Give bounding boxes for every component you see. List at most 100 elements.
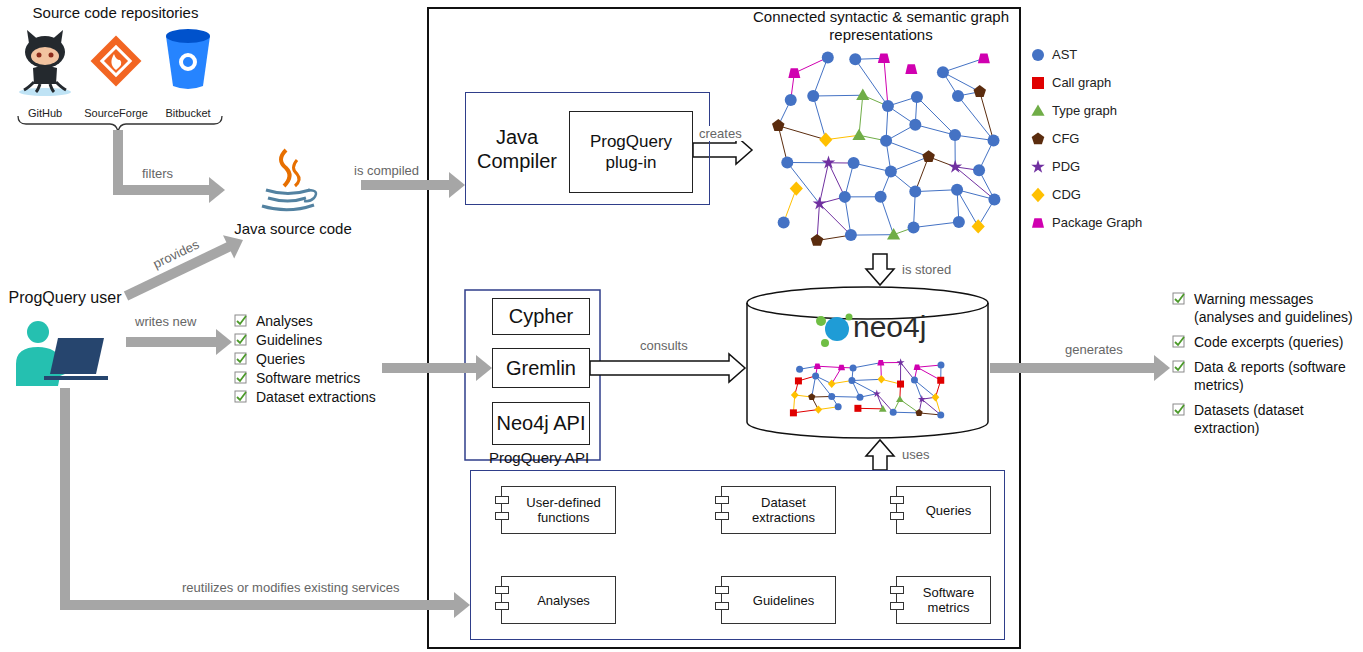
check-box (1173, 293, 1184, 304)
edge-label: reutilizes or modifies existing services (180, 580, 401, 595)
package-trapezoid (905, 64, 917, 74)
check-box-icon (1172, 292, 1186, 306)
graph-edge (813, 95, 863, 97)
type-triangle (887, 228, 900, 239)
node-text: Connected syntactic & semantic graph rep… (752, 8, 1010, 44)
database-cylinder: neo4j (745, 285, 990, 440)
graph-edges (778, 57, 994, 240)
type-triangle (896, 396, 904, 403)
node-text: Source code repositories (8, 4, 223, 22)
call-square (854, 405, 861, 412)
ast-dot (988, 193, 1000, 205)
list-item: Queries (234, 350, 382, 368)
graph-edge (884, 58, 888, 106)
graph-vertices (772, 51, 1000, 245)
type-triangle (1031, 104, 1044, 115)
repository-name: SourceForge (82, 106, 150, 121)
component-notch (890, 512, 904, 520)
drawing-part (268, 198, 306, 201)
legend-text: CFG (1050, 131, 1081, 146)
call-square (790, 409, 797, 416)
pdg-star (918, 395, 926, 403)
graph-edge (943, 58, 984, 72)
component-notch (715, 496, 729, 504)
cfg-pentagon (1032, 132, 1045, 144)
cylinder-body (747, 287, 988, 438)
ast-dot (839, 191, 851, 203)
component-box: Analyses (501, 576, 616, 624)
ast-dot (911, 376, 918, 383)
component-notch (715, 512, 729, 520)
pdg-star (948, 160, 962, 173)
ast-dot (796, 366, 803, 373)
query-language-box: Gremlin (492, 348, 590, 388)
graph-edge (832, 396, 860, 398)
graph-edge (778, 126, 826, 140)
item-text: Analyses (256, 313, 313, 329)
cdg-diamond (1031, 188, 1044, 202)
component-notch (495, 586, 509, 594)
drawing-part (24, 82, 66, 92)
graph-edge (917, 365, 941, 367)
arrow-head (216, 329, 232, 355)
graph-edge (817, 366, 841, 367)
edge-label: writes new (133, 314, 198, 329)
flow-arrow (382, 355, 492, 381)
graph-edge (852, 381, 877, 394)
hollow-arrow (590, 354, 745, 382)
arrow-head (449, 172, 465, 198)
ast-dot (822, 51, 834, 63)
repository-name: GitHub (26, 106, 64, 121)
check-box-icon (1172, 360, 1186, 374)
graph-edge (819, 163, 828, 204)
arrow-head (1154, 355, 1170, 381)
graph-edge (886, 141, 928, 157)
legend-shapes (1031, 49, 1045, 228)
check-box (1173, 404, 1184, 415)
call-square (795, 377, 802, 384)
ast-dot (937, 362, 944, 369)
flow-arrow (126, 235, 243, 296)
graph-illustration (772, 51, 1000, 245)
drawing-part (49, 53, 54, 58)
check-box (235, 334, 246, 345)
ast-dot (882, 100, 894, 112)
list-item: Dataset extractions (234, 388, 382, 406)
graph-edge (917, 97, 955, 135)
ast-dot (973, 164, 985, 176)
logo-dot (825, 317, 849, 341)
list-item: Warning messages (analyses and guideline… (1172, 290, 1360, 326)
bitbucket-icon (166, 29, 210, 89)
node-text: Java Compiler (466, 93, 568, 204)
arrow-head (476, 355, 492, 381)
ast-dot (828, 393, 835, 400)
ast-dot (849, 53, 861, 65)
edge-label: provides (149, 236, 203, 272)
component-notch (890, 496, 904, 504)
check-box (235, 372, 246, 383)
graph-edge (853, 363, 881, 368)
component-notch (495, 512, 509, 520)
package-trapezoid (877, 360, 884, 366)
node-text: Neo4j API (497, 412, 586, 435)
legend-text: Type graph (1050, 103, 1119, 118)
plugin-box: ProgQuery plug-in (569, 111, 693, 193)
ast-dot (908, 222, 920, 234)
package-trapezoid (838, 365, 845, 371)
ast-dot (778, 217, 790, 229)
user-icon (16, 321, 108, 386)
api-box: ProgQuery APIUser-defined functionsDatas… (470, 470, 1005, 640)
graph-edge (787, 162, 828, 163)
query-language-box: Neo4j API (492, 402, 591, 445)
cfg-pentagon (772, 119, 785, 131)
graph-edge (915, 190, 957, 192)
pdg-star (873, 390, 881, 398)
component-notch (890, 586, 904, 594)
ast-dot (812, 372, 819, 379)
hollow-arrow-body (866, 254, 894, 285)
ast-dot (937, 66, 949, 78)
check-box (1173, 336, 1184, 347)
ast-dot (937, 411, 944, 418)
call-square (937, 377, 944, 384)
